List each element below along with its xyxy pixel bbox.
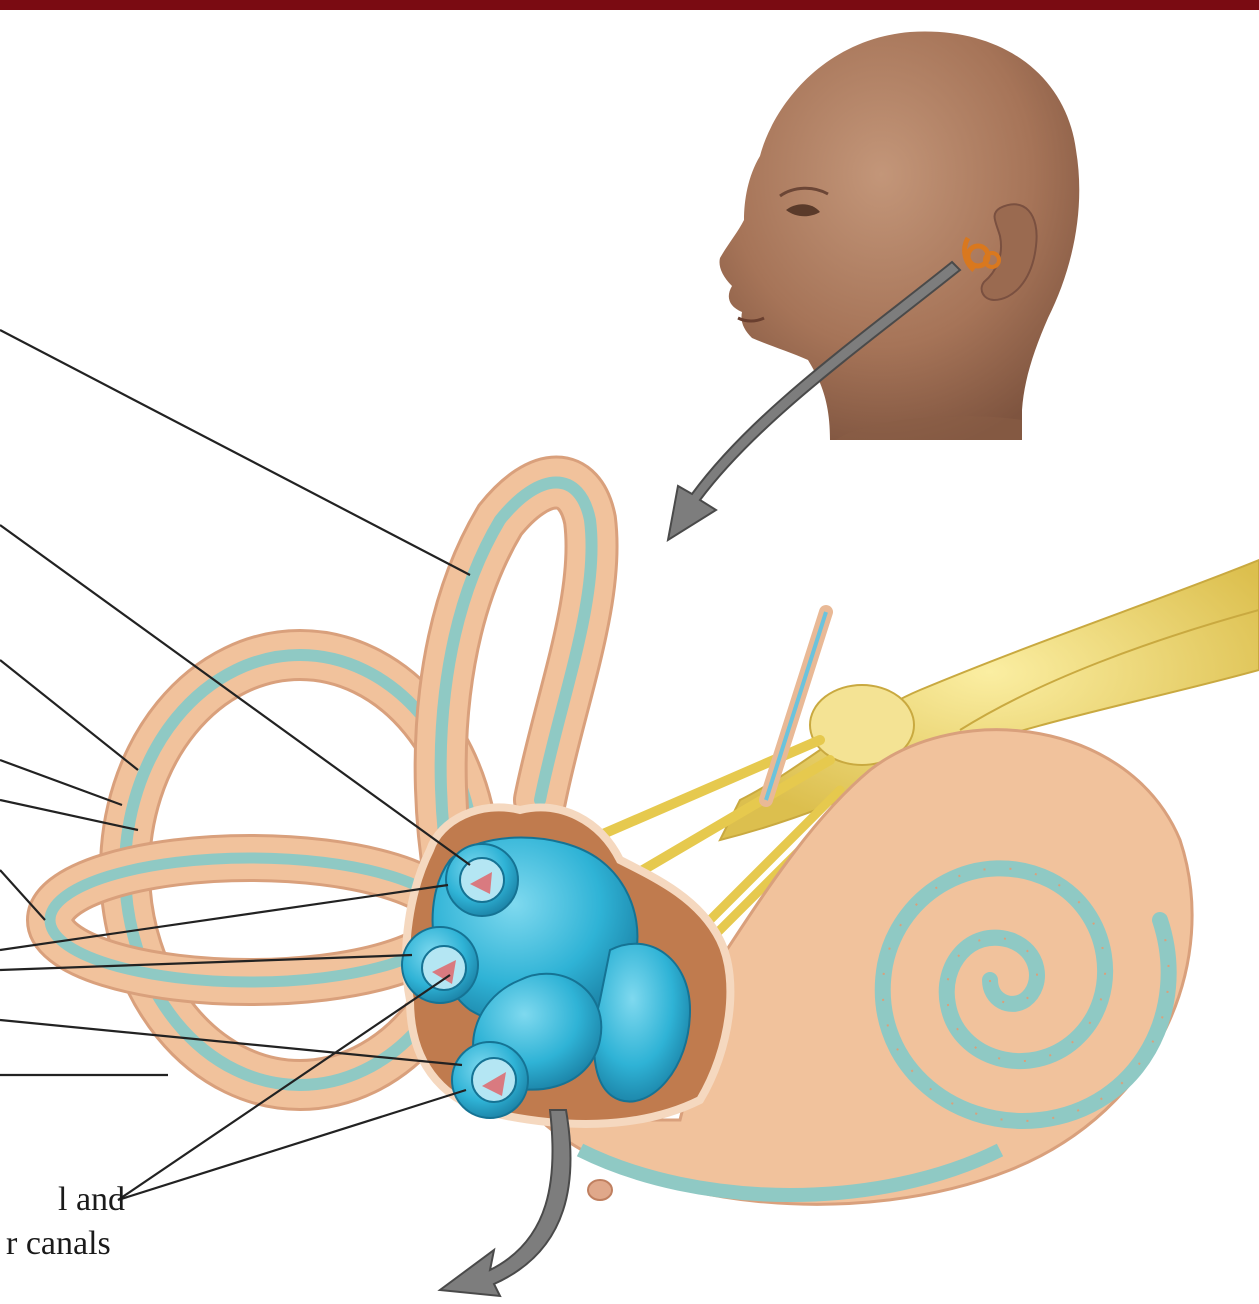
canals-label-line1: l and xyxy=(58,1180,125,1220)
head-profile xyxy=(720,31,1080,440)
ampulla-middle xyxy=(402,927,478,1003)
ampulla-lower xyxy=(452,1042,528,1118)
vestibule-cutaway xyxy=(402,807,730,1124)
continuation-arrow xyxy=(440,1110,571,1296)
canals-label-line2: r canals xyxy=(6,1224,111,1264)
